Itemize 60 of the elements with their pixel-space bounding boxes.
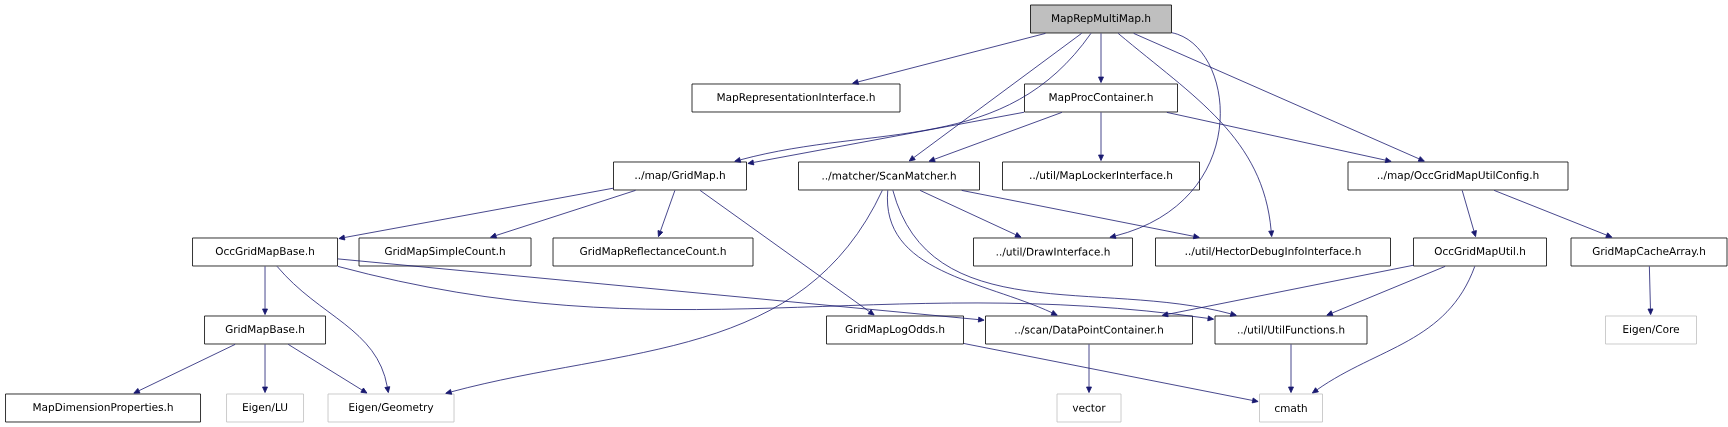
arrow: [1098, 112, 1104, 161]
arrow: [1326, 266, 1446, 316]
arrow: [1647, 266, 1654, 315]
file-box: cmath: [1259, 393, 1323, 423]
file-box: ../util/DrawInterface.h: [973, 237, 1133, 267]
file-box: GridMapReflectanceCount.h: [552, 237, 754, 267]
arrow: [490, 190, 636, 239]
arrow: [1109, 32, 1221, 239]
file-box: MapRepMultiMap.h: [1030, 4, 1172, 34]
arrow: [747, 111, 1025, 166]
arrow: [1133, 33, 1425, 162]
arrow: [1312, 266, 1476, 394]
file-box: Eigen/Core: [1605, 315, 1697, 345]
file-box: ../scan/DataPointContainer.h: [985, 315, 1193, 345]
arrow: [262, 266, 268, 315]
arrow: [961, 190, 1200, 240]
file-box: ../util/MapLockerInterface.h: [1002, 161, 1200, 191]
arrow: [1493, 190, 1613, 238]
arrow: [699, 190, 875, 316]
file-box: OccGridMapUtil.h: [1413, 237, 1547, 267]
file-box: MapDimensionProperties.h: [5, 393, 201, 423]
arrow: [919, 190, 1022, 238]
arrow: [1288, 344, 1294, 393]
arrow: [287, 344, 368, 394]
arrow: [887, 190, 1058, 316]
arrow: [852, 33, 1046, 85]
file-box: GridMapLogOdds.h: [826, 315, 964, 345]
arrow: [337, 258, 985, 323]
file-box: ../util/HectorDebugInfoInterface.h: [1155, 237, 1391, 267]
file-box: GridMapSimpleCount.h: [358, 237, 532, 267]
file-box: Eigen/LU: [226, 393, 304, 423]
file-box: ../matcher/ScanMatcher.h: [798, 161, 980, 191]
arrow: [1117, 33, 1275, 237]
arrow: [928, 112, 1063, 163]
file-box: OccGridMapBase.h: [192, 237, 338, 267]
file-box: vector: [1056, 393, 1122, 423]
arrow: [657, 190, 676, 238]
arrow: [1161, 264, 1414, 318]
arrow: [963, 343, 1259, 404]
arrow: [262, 344, 268, 393]
arrow: [892, 190, 1237, 317]
arrow: [734, 33, 1092, 163]
file-box: GridMapCacheArray.h: [1570, 237, 1728, 267]
file-box: ../util/UtilFunctions.h: [1214, 315, 1368, 345]
arrow: [276, 266, 391, 393]
arrow: [445, 190, 883, 395]
file-box: ../map/GridMap.h: [613, 161, 747, 191]
arrow: [337, 266, 1214, 322]
file-box: MapProcContainer.h: [1024, 83, 1178, 113]
arrow: [1166, 112, 1392, 163]
file-box: ../map/OccGridMapUtilConfig.h: [1347, 161, 1569, 191]
file-box: MapRepresentationInterface.h: [691, 83, 901, 113]
arrow: [908, 33, 1082, 162]
arrow: [1461, 190, 1477, 237]
arrow: [338, 187, 614, 241]
arrow: [1098, 33, 1104, 83]
file-box: GridMapBase.h: [204, 315, 326, 345]
arrow: [1086, 344, 1092, 393]
arrow: [133, 344, 236, 394]
file-box: Eigen/Geometry: [327, 393, 455, 423]
